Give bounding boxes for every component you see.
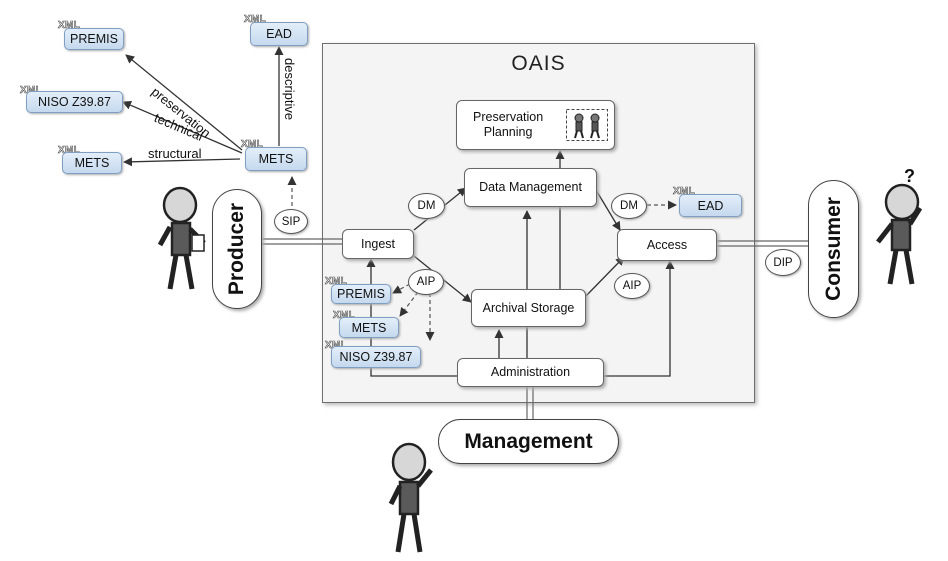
box-administration: Administration (457, 358, 604, 387)
consumer-question-mark: ? (904, 166, 915, 186)
producer-label: Producer (225, 202, 249, 296)
arrow-aip-premis (392, 283, 411, 294)
pp-label-line2: Planning (483, 125, 533, 139)
label-structural: structural (148, 146, 202, 161)
producer-figure-icon (158, 186, 206, 290)
xml-mets-inner: METS (339, 317, 399, 338)
xml-niso-top: NISO Z39.87 (26, 91, 123, 113)
box-preservation-planning: Preservation Planning (456, 100, 615, 150)
pp-label-line1: Preservation (473, 110, 544, 124)
oval-dip: DIP (765, 249, 801, 276)
xml-mets-center: METS (245, 147, 307, 171)
management-label: Management (464, 429, 593, 453)
label-descriptive: descriptive (282, 58, 297, 121)
arrow-mets-mets (123, 157, 241, 167)
actor-consumer: Consumer (808, 180, 859, 318)
oval-aip-access: AIP (614, 273, 650, 299)
oval-dm-right: DM (611, 193, 647, 219)
xml-tag-mets-center: XML (241, 139, 264, 151)
arrow-mets-premis (125, 54, 243, 151)
consumer-label: Consumer (821, 197, 845, 301)
box-ingest: Ingest (342, 229, 414, 259)
oval-sip: SIP (274, 209, 308, 234)
xml-niso-inner: NISO Z39.87 (331, 346, 421, 368)
xml-tag-niso-inner: XML (325, 340, 347, 352)
oais-title: OAIS (511, 52, 566, 75)
arrow-dm-access (588, 180, 621, 231)
box-access: Access (617, 229, 717, 261)
actor-management: Management (438, 419, 619, 464)
arrow-mets-niso (122, 101, 243, 154)
arrow-admin-access (604, 260, 675, 377)
xml-premis-top: PREMIS (64, 28, 124, 50)
xml-mets-left: METS (62, 152, 122, 174)
xml-premis-inner: PREMIS (331, 284, 391, 304)
arrow-as-access (575, 256, 625, 307)
xml-tag-ead-top: XML (244, 14, 267, 26)
planners-icon (566, 109, 608, 141)
xml-tag-ead-inner: XML (673, 186, 696, 198)
xml-ead-top: EAD (250, 22, 308, 46)
xml-tag-premis: XML (58, 20, 81, 32)
oval-aip-inner: AIP (408, 269, 444, 295)
management-figure-icon (388, 442, 433, 553)
xml-tag-mets-left: XML (58, 145, 81, 157)
xml-tag-niso: XML (20, 85, 42, 97)
oval-dm-left: DM (408, 193, 445, 219)
xml-tag-premis-inner: XML (325, 276, 348, 288)
consumer-figure-icon (876, 183, 923, 285)
xml-ead-inner: EAD (679, 194, 742, 217)
actor-producer: Producer (212, 189, 262, 309)
box-data-management: Data Management (464, 168, 597, 207)
box-archival-storage: Archival Storage (471, 289, 586, 327)
xml-tag-mets-inner: XML (333, 310, 356, 322)
arrow-aip-mets (399, 291, 419, 317)
